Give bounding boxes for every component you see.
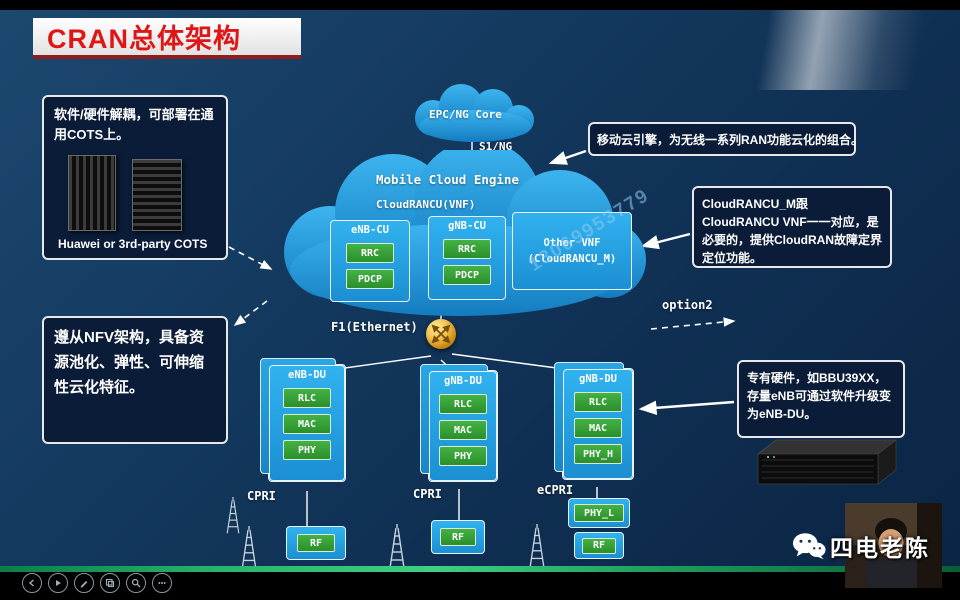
callout-hardware-text: 专有硬件，如BBU39XX，存量eNB可通过软件升级变为eNB-DU。 <box>747 371 892 421</box>
node-gnb-du-2: gNB-DU RLC MAC PHY_H <box>554 362 634 480</box>
f1-ethernet-label: F1(Ethernet) <box>331 320 418 334</box>
antenna-tower-icon <box>241 526 257 569</box>
mobile-cloud-engine: Mobile Cloud Engine CloudRANCU(VNF) eNB-… <box>258 150 653 318</box>
node-sublabel: (CloudRANCU_M) <box>527 252 617 265</box>
channel-badge: 四电老陈 <box>792 529 930 563</box>
module-phy: PHY <box>439 446 487 466</box>
presenter-image <box>845 503 942 588</box>
bbu-hardware-image <box>757 439 897 485</box>
module-rlc: RLC <box>574 392 622 412</box>
play-button[interactable] <box>48 573 68 593</box>
rru-phy-l: PHY_L <box>568 498 630 528</box>
node-gnb-du-1-front: gNB-DU RLC MAC PHY <box>429 371 497 481</box>
pages-button[interactable] <box>100 573 120 593</box>
module-phy: PHY <box>283 440 331 460</box>
callout-mce-note-text: 移动云引擎，为无线一系列RAN功能云化的组合。 <box>597 132 863 147</box>
module-rrc: RRC <box>443 239 491 259</box>
callout-mce-note: 移动云引擎，为无线一系列RAN功能云化的组合。 <box>588 122 863 156</box>
module-rrc: RRC <box>346 243 394 263</box>
node-other-vnf: Other VNF (CloudRANCU_M) <box>512 212 632 290</box>
module-rf: RF <box>297 534 335 552</box>
more-button[interactable] <box>152 573 172 593</box>
epc-core-cloud: EPC/NG Core <box>395 82 555 144</box>
antenna-tower-icon <box>226 497 240 534</box>
progress-bar[interactable] <box>0 566 960 572</box>
module-mac: MAC <box>283 414 331 434</box>
callout-decouple-text: 软件/硬件解耦，可部署在通用COTS上。 <box>54 107 214 142</box>
node-label: eNB-DU <box>288 369 326 381</box>
node-gnb-du-1: gNB-DU RLC MAC PHY <box>420 364 498 482</box>
annotate-button[interactable] <box>74 573 94 593</box>
module-mac: MAC <box>574 418 622 438</box>
title-banner: CRAN总体架构 <box>33 18 301 55</box>
title-underline <box>33 55 301 59</box>
option2-label: option2 <box>662 298 713 312</box>
back-button[interactable] <box>22 573 42 593</box>
node-label: gNB-DU <box>579 373 617 385</box>
callout-cloudrancu-m: CloudRANCU_M跟CloudRANCU VNF一一对应，是必要的，提供C… <box>692 186 892 268</box>
server-rack-icon <box>68 155 116 231</box>
webcam-overlay <box>845 503 942 588</box>
antenna-tower-icon <box>389 524 405 569</box>
node-label: Other VNF <box>543 236 601 249</box>
epc-core-label: EPC/NG Core <box>429 108 502 121</box>
callout-nfv: 遵从NFV架构，具备资源池化、弹性、可伸缩性云化特征。 <box>42 316 228 444</box>
callout-nfv-text: 遵从NFV架构，具备资源池化、弹性、可伸缩性云化特征。 <box>54 329 205 396</box>
page-title: CRAN总体架构 <box>47 24 241 54</box>
player-controls <box>22 573 172 593</box>
node-label: gNB-DU <box>444 375 482 387</box>
module-mac: MAC <box>439 420 487 440</box>
node-enb-du: eNB-DU RLC MAC PHY <box>260 358 346 482</box>
node-enb-cu: eNB-CU RRC PDCP <box>330 220 410 302</box>
cloud-shape <box>415 84 534 142</box>
node-gnb-cu: gNB-CU RRC PDCP <box>428 216 506 300</box>
mce-title: Mobile Cloud Engine <box>376 172 519 187</box>
module-rf: RF <box>582 537 616 554</box>
wechat-icon <box>792 533 826 560</box>
fronthaul-cpri-1: CPRI <box>247 489 276 503</box>
module-rf: RF <box>440 528 476 546</box>
module-rlc: RLC <box>439 394 487 414</box>
cots-caption: Huawei or 3rd-party COTS <box>58 237 208 251</box>
callout-cloudrancu-m-text: CloudRANCU_M跟CloudRANCU VNF一一对应，是必要的，提供C… <box>702 197 882 265</box>
slide-background: CRAN总体架构 <box>0 10 960 569</box>
router-icon <box>426 319 456 349</box>
rru-rf-2: RF <box>431 520 485 554</box>
module-pdcp: PDCP <box>346 269 394 289</box>
rru-rf-3: RF <box>574 532 624 559</box>
node-enb-du-front: eNB-DU RLC MAC PHY <box>269 365 345 481</box>
module-phy-h: PHY_H <box>574 444 622 464</box>
module-phy-l: PHY_L <box>574 504 624 522</box>
callout-hardware: 专有硬件，如BBU39XX，存量eNB可通过软件升级变为eNB-DU。 <box>737 360 905 438</box>
screen-glare <box>660 10 960 90</box>
channel-name: 四电老陈 <box>830 535 930 561</box>
fronthaul-ecpri: eCPRI <box>537 483 574 497</box>
node-label: gNB-CU <box>448 220 486 232</box>
node-label: eNB-CU <box>351 224 389 236</box>
node-gnb-du-2-front: gNB-DU RLC MAC PHY_H <box>563 369 633 479</box>
zoom-button[interactable] <box>126 573 146 593</box>
module-rlc: RLC <box>283 388 331 408</box>
fronthaul-cpri-2: CPRI <box>413 487 442 501</box>
rru-rf-1: RF <box>286 526 346 560</box>
callout-decouple: 软件/硬件解耦，可部署在通用COTS上。 Huawei or 3rd-party… <box>42 95 228 260</box>
server-rack-icon <box>132 159 182 231</box>
module-pdcp: PDCP <box>443 265 491 285</box>
antenna-tower-icon <box>529 524 545 567</box>
mce-subtitle: CloudRANCU(VNF) <box>376 198 476 211</box>
